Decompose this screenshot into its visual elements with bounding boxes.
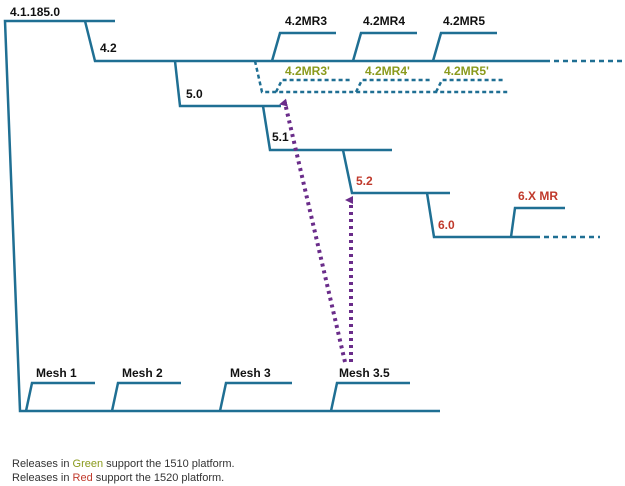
branch-4-2mr4-line [351,31,417,62]
legend-red-word: Red [72,472,93,484]
label-mesh1: Mesh 1 [36,366,77,380]
branch-4-2-line [83,20,545,63]
label-mesh2: Mesh 2 [122,366,163,380]
legend-red-prefix: Releases in [12,472,73,484]
branch-5-0-line [173,60,281,108]
legend-green-prefix: Releases in [12,458,73,470]
branch-6xmr-line [509,206,565,238]
branch-mesh1-line [24,381,95,412]
label-4-2mr3: 4.2MR3 [285,14,327,28]
label-mesh35: Mesh 3.5 [339,366,390,380]
branch-6-0-line [425,192,535,239]
label-5-2: 5.2 [356,174,373,188]
label-root: 4.1.185.0 [10,5,60,19]
root-branch-line [3,19,440,413]
legend-green-suffix: support the 1510 platform. [103,458,235,470]
branch-4-2mr3-line [270,31,336,62]
label-4-2: 4.2 [100,41,117,55]
merge-arrow-to-4-2mr3-prime [279,98,347,363]
branch-4-2mr5-line [431,31,497,62]
label-5-1: 5.1 [272,130,289,144]
legend-green-note: Releases in Green support the 1510 platf… [12,458,235,470]
label-4-2mr5-prime: 4.2MR5' [444,64,489,78]
branch-5-2-line [341,149,450,195]
branch-4-2mr3p-line [274,78,352,93]
branch-4-2mr4p-line [354,78,432,93]
legend-red-suffix: support the 1520 platform. [92,472,225,484]
label-6xmr: 6.X MR [518,189,558,203]
label-5-0: 5.0 [186,87,203,101]
label-4-2mr3-prime: 4.2MR3' [285,64,330,78]
label-4-2mr4: 4.2MR4 [363,14,405,28]
branch-mesh2-line [110,381,181,412]
legend-red-note: Releases in Red support the 1520 platfor… [12,472,224,484]
label-4-2mr4-prime: 4.2MR4' [365,64,410,78]
branch-mesh35-line [329,381,410,412]
branch-4-2mr5p-line [434,78,505,93]
label-6-0: 6.0 [438,218,455,232]
branch-5-1-line [261,105,392,152]
branch-mesh3-line [218,381,292,412]
legend-green-word: Green [72,458,104,470]
release-branch-diagram: 4.1.185.0 4.2 4.2MR3 4.2MR4 4.2MR5 4.2MR… [3,5,622,413]
label-4-2mr5: 4.2MR5 [443,14,485,28]
label-mesh3: Mesh 3 [230,366,271,380]
branch-4-2-prime-line [253,60,510,94]
